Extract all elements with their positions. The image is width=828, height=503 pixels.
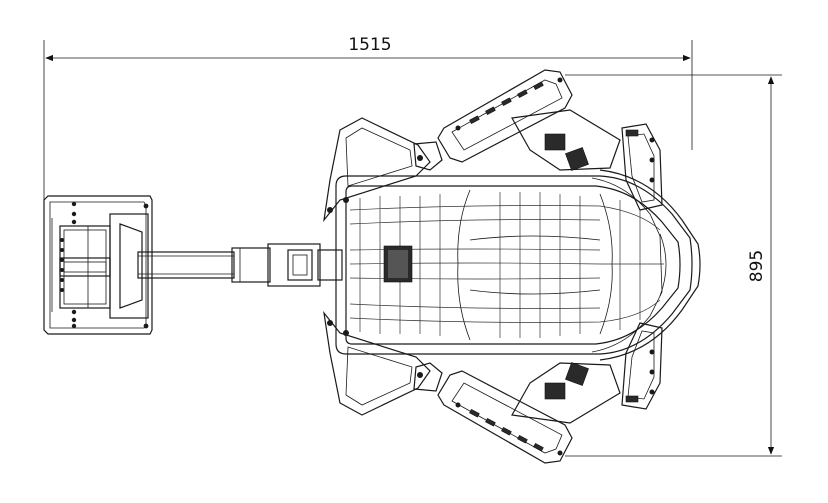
center-tube <box>137 243 343 287</box>
seat-shell <box>335 169 701 361</box>
rear-mount-plates <box>625 129 655 403</box>
lower-side-arm <box>323 310 663 464</box>
height-dimension: 895 <box>565 74 782 457</box>
upper-side-arm <box>323 69 663 223</box>
width-dimension: 1515 <box>43 35 693 230</box>
width-dimension-label: 1515 <box>348 35 391 55</box>
height-dimension-label: 895 <box>747 250 767 282</box>
pedal-plate <box>43 195 153 335</box>
